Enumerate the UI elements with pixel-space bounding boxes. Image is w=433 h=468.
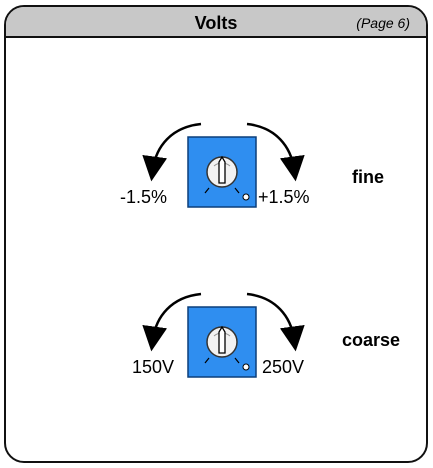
- fine-max-label: +1.5%: [258, 187, 310, 207]
- page-reference: (Page 6): [356, 15, 410, 31]
- increase-arrow-icon: [246, 292, 305, 352]
- volts-panel: Volts (Page 6) -1: [4, 5, 428, 463]
- rotary-knob-icon[interactable]: [187, 136, 257, 208]
- coarse-name-label: coarse: [342, 330, 401, 350]
- increase-arrow-icon: [246, 122, 305, 182]
- coarse-dial-graphic: [142, 292, 305, 378]
- decrease-arrow-icon: [142, 122, 202, 182]
- coarse-max-label: 250V: [262, 357, 305, 377]
- fine-control: -1.5% +1.5% fine: [6, 117, 426, 237]
- fine-name-label: fine: [352, 167, 385, 187]
- panel-title: Volts: [194, 13, 238, 33]
- rotary-knob-icon[interactable]: [187, 306, 257, 378]
- decrease-arrow-icon: [142, 292, 202, 352]
- panel-header: Volts (Page 6): [6, 7, 426, 38]
- coarse-control: 150V 250V coarse: [6, 287, 426, 407]
- coarse-min-label: 150V: [132, 357, 175, 377]
- fine-dial-graphic: [142, 122, 305, 208]
- fine-min-label: -1.5%: [120, 187, 168, 207]
